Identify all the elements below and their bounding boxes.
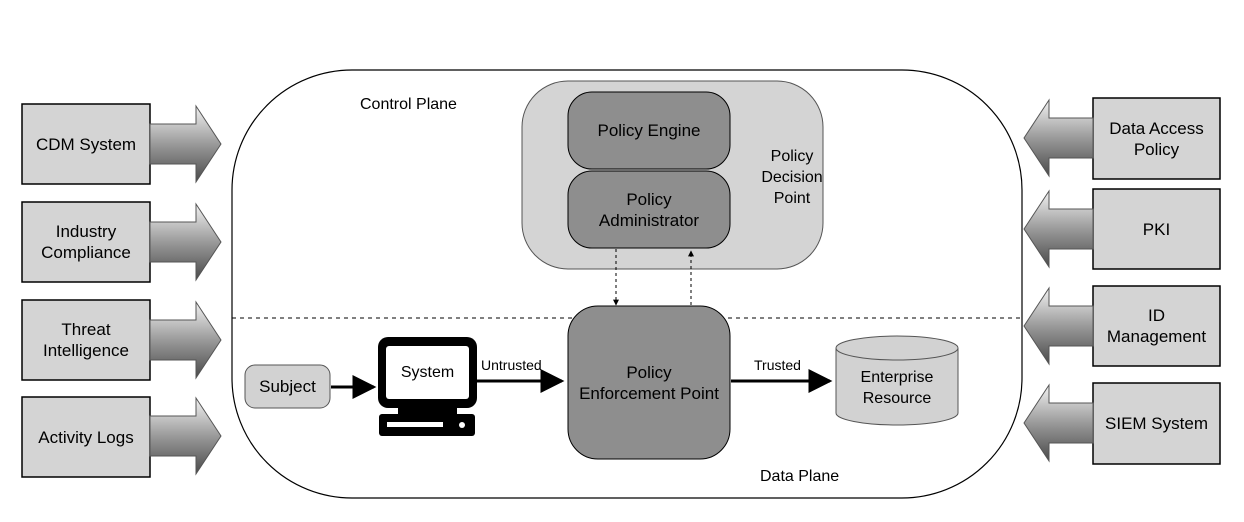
threat-intelligence-label: Threat Intelligence [42,320,129,360]
subject-box [244,364,331,409]
id-management-label: ID Management [1106,306,1207,346]
trusted-label: Trusted [754,357,801,373]
industry-compliance-box [21,201,151,283]
enterprise-resource-cylinder [835,335,959,426]
industry-compliance-label: Industry Compliance [41,222,131,262]
cdm-system-box [21,103,151,185]
pki-box [1092,188,1221,270]
pep-label: Policy Enforcement Point [579,362,719,403]
siem-system-arrow [1023,383,1094,463]
computer-icon [378,337,477,436]
activity-logs-arrow [149,396,222,476]
policy-administrator-label: Policy Administrator [598,189,700,230]
activity-logs-label: Activity Logs [38,427,134,447]
cdm-system-label: CDM System [35,134,137,154]
data-access-policy-box [1092,97,1221,180]
policy-engine-label: Policy Engine [597,121,701,140]
system-label: System [400,364,455,381]
pki-arrow [1023,189,1094,269]
data-access-policy-arrow [1023,98,1094,178]
left-inputs [21,103,222,478]
policy-engine-box [567,91,731,170]
pdp-label: Policy Decision Point [761,147,823,207]
subject-label: Subject [259,377,316,396]
id-management-box [1092,285,1221,367]
pki-label: PKI [1142,219,1171,239]
industry-compliance-arrow [149,202,222,282]
cdm-system-arrow [149,104,222,184]
siem-system-label: SIEM System [1105,414,1208,433]
activity-logs-box [21,396,151,478]
threat-intelligence-arrow [149,300,222,380]
enterprise-resource-label: Enterprise Resource [860,369,934,407]
data-access-policy-label: Data Access Policy [1109,118,1204,159]
data-plane-label: Data Plane [760,468,840,485]
policy-enforcement-point-box [567,305,731,460]
id-management-arrow [1023,286,1094,366]
right-inputs [1023,97,1221,465]
siem-system-box [1092,382,1221,465]
untrusted-label: Untrusted [481,357,542,373]
policy-administrator-box [567,170,731,249]
control-plane-label: Control Plane [360,96,457,113]
threat-intelligence-box [21,299,151,381]
